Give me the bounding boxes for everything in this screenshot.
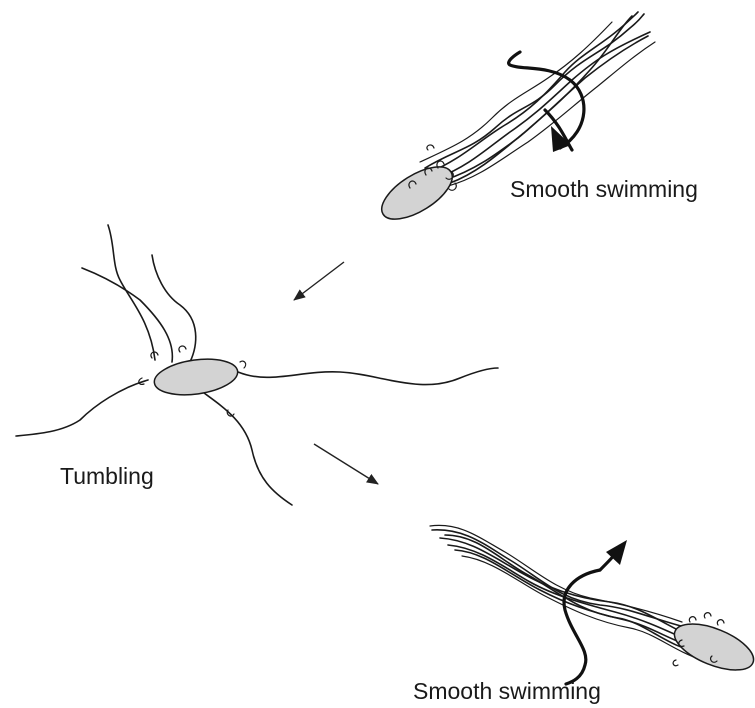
cell-body-tumbling (152, 354, 240, 399)
direction-arrow-to-tumbling (294, 262, 344, 300)
smooth-swimming-bacterium-bottom (430, 525, 755, 684)
label-smooth-swimming-top: Smooth swimming (510, 176, 698, 202)
label-smooth-swimming-bottom: Smooth swimming (413, 678, 601, 704)
label-tumbling: Tumbling (60, 463, 154, 489)
direction-arrow-to-smooth-bottom (314, 444, 378, 484)
cell-body-bottom (668, 615, 755, 680)
flagellar-bundle-top (420, 12, 655, 186)
cell-body-top (374, 157, 461, 230)
